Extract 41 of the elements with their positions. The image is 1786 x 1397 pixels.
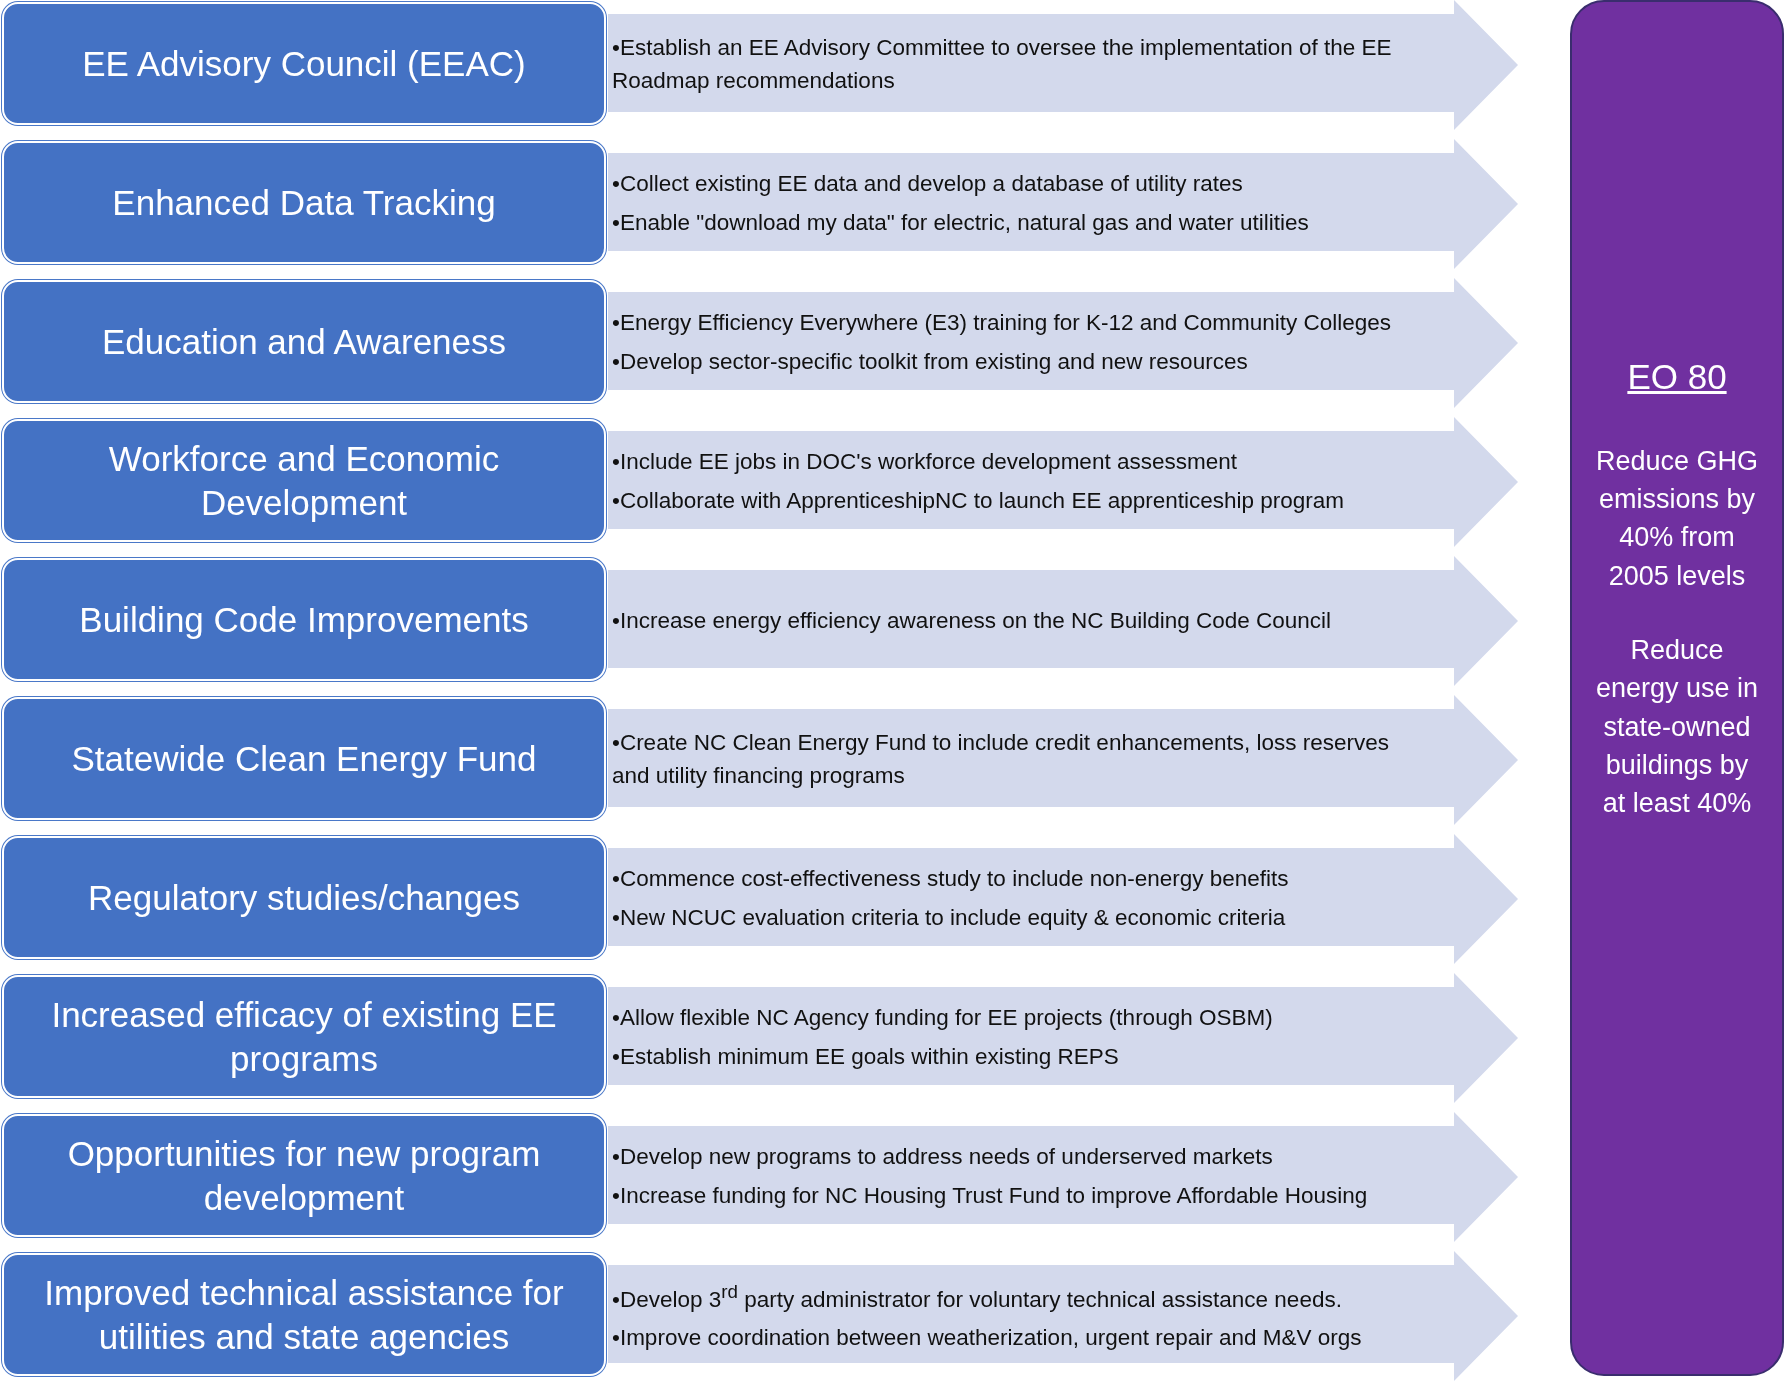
category-title: Building Code Improvements: [79, 598, 529, 641]
category-box: [2, 697, 606, 820]
category-box: [2, 419, 606, 542]
category-title: Improved technical assistance for utilities and state agencies: [43, 1271, 565, 1358]
bullet-item: •Improve coordination between weatherization, urgent repair and M&V orgs: [612, 1323, 1363, 1352]
category-title: Statewide Clean Energy Fund: [71, 737, 537, 780]
category-box: [2, 141, 606, 264]
category-box: [2, 2, 606, 125]
category-title: Opportunities for new program development: [66, 1132, 542, 1219]
bullet-item: •Develop sector-specific toolkit from existing and new resources: [612, 348, 1249, 376]
bullet-item: •Collaborate with ApprenticeshipNC to launch EE apprenticeship program: [612, 487, 1346, 515]
bullet-item: •Commence cost-effectiveness study to include non-energy benefits: [612, 865, 1290, 894]
category-box: [2, 836, 606, 959]
bullet-item: •Increase funding for NC Housing Trust Fund to improve Affordable Housing: [612, 1182, 1369, 1210]
bullet-item: •Establish an EE Advisory Committee to oversee the implementation of the EE Roadmap recommendations: [612, 34, 1393, 95]
category-title: Workforce and Economic Development: [107, 437, 501, 524]
goal-text: Reduce GHG emissions by 40% from 2005 levels: [1594, 444, 1760, 593]
bullet-item: •New NCUC evaluation criteria to include equity & economic criteria: [612, 904, 1287, 932]
bullet-item: •Establish minimum EE goals within existing REPS: [612, 1043, 1120, 1071]
bullet-item: •Include EE jobs in DOC's workforce development assessment: [612, 448, 1238, 477]
bullet-item: •Energy Efficiency Everywhere (E3) training for K-12 and Community Colleges: [612, 309, 1393, 338]
category-title: Enhanced Data Tracking: [112, 181, 496, 224]
category-title: Regulatory studies/changes: [88, 876, 520, 919]
category-box: [2, 975, 606, 1098]
bullet-item: •Collect existing EE data and develop a database of utility rates: [612, 170, 1244, 199]
category-box: [2, 280, 606, 403]
category-box: [2, 1253, 606, 1376]
category-box: [2, 558, 606, 681]
category-title: EE Advisory Council (EEAC): [82, 42, 526, 85]
bullet-item: •Enable "download my data" for electric, natural gas and water utilities: [612, 209, 1310, 237]
goal-text: Reduce energy use in state-owned buildings by at least 40%: [1594, 634, 1760, 821]
goal-panel: [1570, 0, 1784, 1376]
category-title: Increased efficacy of existing EE programs: [50, 993, 558, 1080]
bullet-item: •Develop 3$^{rd}$ party administrator for voluntary technical assistance needs.: [612, 1279, 1343, 1314]
bullet-item: •Allow flexible NC Agency funding for EE projects (through OSBM): [612, 1004, 1274, 1033]
category-title: Education and Awareness: [101, 320, 507, 363]
bullet-item: •Increase energy efficiency awareness on the NC Building Code Council: [612, 606, 1333, 635]
bullet-item: •Develop new programs to address needs of underserved markets: [612, 1143, 1274, 1172]
category-box: [2, 1114, 606, 1237]
bullet-item: •Create NC Clean Energy Fund to include credit enhancements, loss reserves and utility financing programs: [612, 729, 1390, 790]
panel-heading: EO 80: [1627, 356, 1727, 398]
